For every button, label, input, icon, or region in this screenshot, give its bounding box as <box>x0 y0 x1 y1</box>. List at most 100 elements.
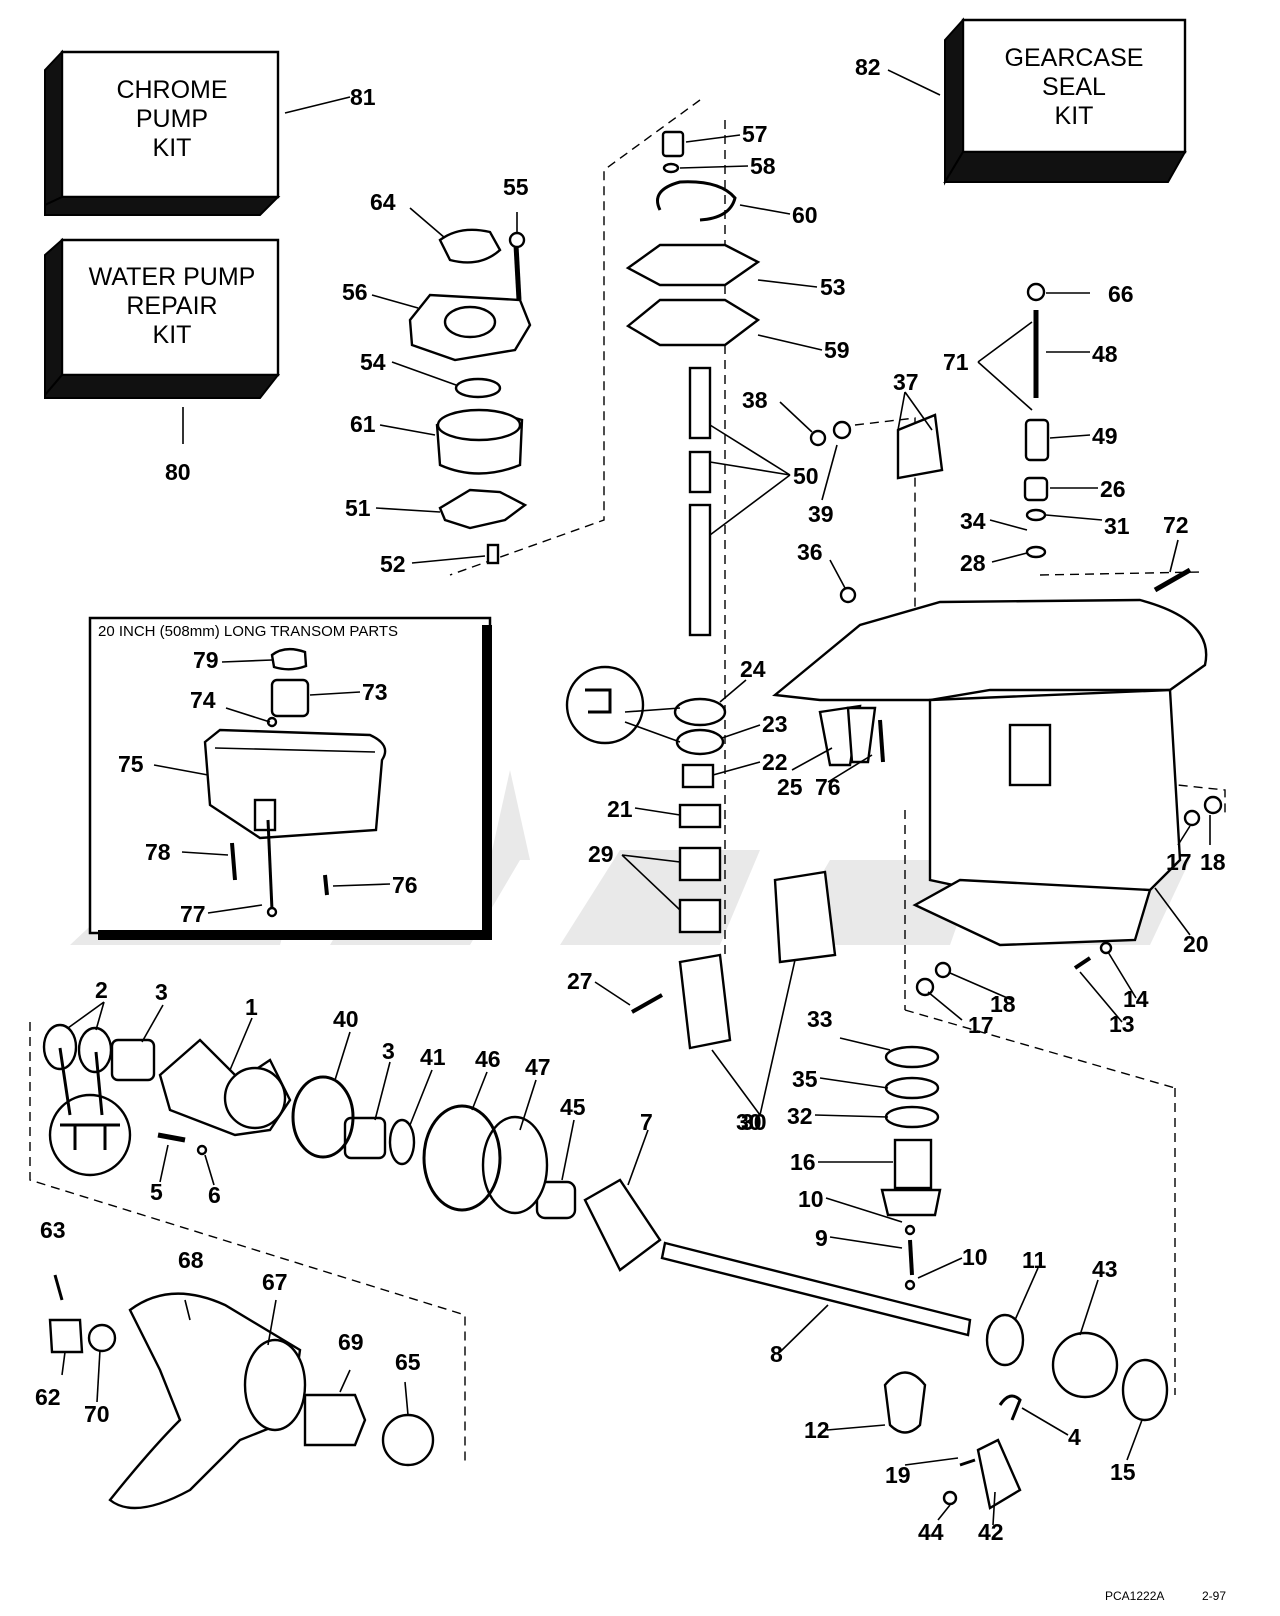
gearcase-kit-line-3: KIT <box>1055 102 1094 130</box>
callout-15: 15 <box>1110 1459 1136 1485</box>
callout-17-top: 17 <box>1166 849 1192 875</box>
figure-code: PCA1222A <box>1105 1589 1164 1603</box>
callout-12: 12 <box>804 1417 830 1443</box>
callout-29: 29 <box>588 841 614 867</box>
callout-7: 7 <box>640 1109 653 1135</box>
callout-65: 65 <box>395 1349 421 1375</box>
chrome-pump-kit-line-3: KIT <box>153 134 192 162</box>
callout-45: 45 <box>560 1094 586 1120</box>
callout-82: 82 <box>855 54 881 80</box>
water-pump-parts <box>408 228 532 565</box>
callout-22: 22 <box>762 749 788 775</box>
callout-76-inset: 76 <box>392 872 418 898</box>
callout-36: 36 <box>797 539 823 565</box>
callout-68: 68 <box>178 1247 204 1273</box>
callout-6: 6 <box>208 1182 221 1208</box>
callout-23: 23 <box>762 711 788 737</box>
propeller-parts <box>48 1274 435 1510</box>
callout-9: 9 <box>815 1225 828 1251</box>
right-side-parts <box>809 282 1223 997</box>
gearcase-housing <box>772 413 1208 947</box>
callout-24: 24 <box>740 656 766 682</box>
callout-71: 71 <box>943 349 969 375</box>
callout-53: 53 <box>820 274 846 300</box>
chrome-pump-kit-line-2: PUMP <box>136 105 208 133</box>
water-pump-repair-kit-box: WATER PUMP REPAIR KIT <box>44 237 281 399</box>
callout-43: 43 <box>1092 1256 1118 1282</box>
figure-date: 2-97 <box>1202 1589 1226 1603</box>
callout-40: 40 <box>333 1006 359 1032</box>
callout-35: 35 <box>792 1066 818 1092</box>
long-transom-inset: 20 INCH (508mm) LONG TRANSOM PARTS <box>88 616 492 940</box>
callout-4: 4 <box>1068 1424 1081 1450</box>
chrome-pump-kit-line-1: CHROME <box>116 76 227 104</box>
callout-34: 34 <box>960 508 986 534</box>
callout-16: 16 <box>790 1149 816 1175</box>
callout-3-right: 3 <box>382 1038 395 1064</box>
callout-76-main: 76 <box>815 774 841 800</box>
callout-48: 48 <box>1092 341 1118 367</box>
callout-18-top: 18 <box>1200 849 1226 875</box>
callout-67: 67 <box>262 1269 288 1295</box>
callout-75: 75 <box>118 751 144 777</box>
callout-27: 27 <box>567 968 593 994</box>
callout-numbers: 81 80 82 64 55 56 54 61 51 52 57 58 60 5… <box>35 54 1226 1545</box>
callout-42: 42 <box>978 1519 1004 1545</box>
callout-11: 11 <box>1022 1247 1047 1273</box>
callout-50: 50 <box>793 463 819 489</box>
callout-21: 21 <box>607 796 633 822</box>
callout-14: 14 <box>1123 986 1149 1012</box>
callout-61: 61 <box>350 411 376 437</box>
callout-79: 79 <box>193 647 219 673</box>
callout-62: 62 <box>35 1384 61 1410</box>
callout-26: 26 <box>1100 476 1126 502</box>
callout-3-left: 3 <box>155 979 168 1005</box>
callout-33: 33 <box>807 1006 833 1032</box>
callout-56: 56 <box>342 279 368 305</box>
callout-55: 55 <box>503 174 529 200</box>
gearcase-seal-kit-box: GEARCASE SEAL KIT <box>943 17 1187 186</box>
callout-41: 41 <box>420 1044 446 1070</box>
callout-49: 49 <box>1092 423 1118 449</box>
callout-38: 38 <box>742 387 768 413</box>
gearcase-kit-line-2: SEAL <box>1042 73 1106 101</box>
driveshaft-parts <box>625 130 837 1050</box>
callout-18-bottom: 18 <box>990 991 1016 1017</box>
callout-5: 5 <box>150 1179 163 1205</box>
callout-31: 31 <box>1104 513 1130 539</box>
callout-2: 2 <box>95 977 108 1003</box>
callout-59: 59 <box>824 337 850 363</box>
callout-20: 20 <box>1183 931 1209 957</box>
gearcase-kit-line-1: GEARCASE <box>1005 44 1144 72</box>
callout-10-top: 10 <box>798 1186 824 1212</box>
callout-19: 19 <box>885 1462 911 1488</box>
leader-lines <box>58 69 1211 1526</box>
inset-title: 20 INCH (508mm) LONG TRANSOM PARTS <box>98 623 398 640</box>
callout-66: 66 <box>1108 281 1134 307</box>
callout-77: 77 <box>180 901 206 927</box>
callout-58: 58 <box>750 153 776 179</box>
callout-74: 74 <box>190 687 216 713</box>
callout-73: 73 <box>362 679 388 705</box>
callout-54: 54 <box>360 349 386 375</box>
callout-81: 81 <box>350 84 376 110</box>
callout-80: 80 <box>165 459 191 485</box>
callout-13: 13 <box>1109 1011 1135 1037</box>
callout-8: 8 <box>770 1341 783 1367</box>
callout-64: 64 <box>370 189 396 215</box>
callout-25: 25 <box>777 774 803 800</box>
callout-57: 57 <box>742 121 768 147</box>
lower-unit-parts <box>42 1023 1169 1510</box>
callout-30-top: 30 <box>736 1109 762 1135</box>
callout-28: 28 <box>960 550 986 576</box>
water-pump-kit-line-3: KIT <box>153 321 192 349</box>
water-pump-kit-line-2: REPAIR <box>126 292 217 320</box>
callout-37: 37 <box>893 369 919 395</box>
callout-63: 63 <box>40 1217 66 1243</box>
callout-10-bottom: 10 <box>962 1244 988 1270</box>
callout-78: 78 <box>145 839 171 865</box>
callout-32: 32 <box>787 1103 813 1129</box>
callout-44: 44 <box>918 1519 944 1545</box>
callout-69: 69 <box>338 1329 364 1355</box>
callout-70: 70 <box>84 1401 110 1427</box>
